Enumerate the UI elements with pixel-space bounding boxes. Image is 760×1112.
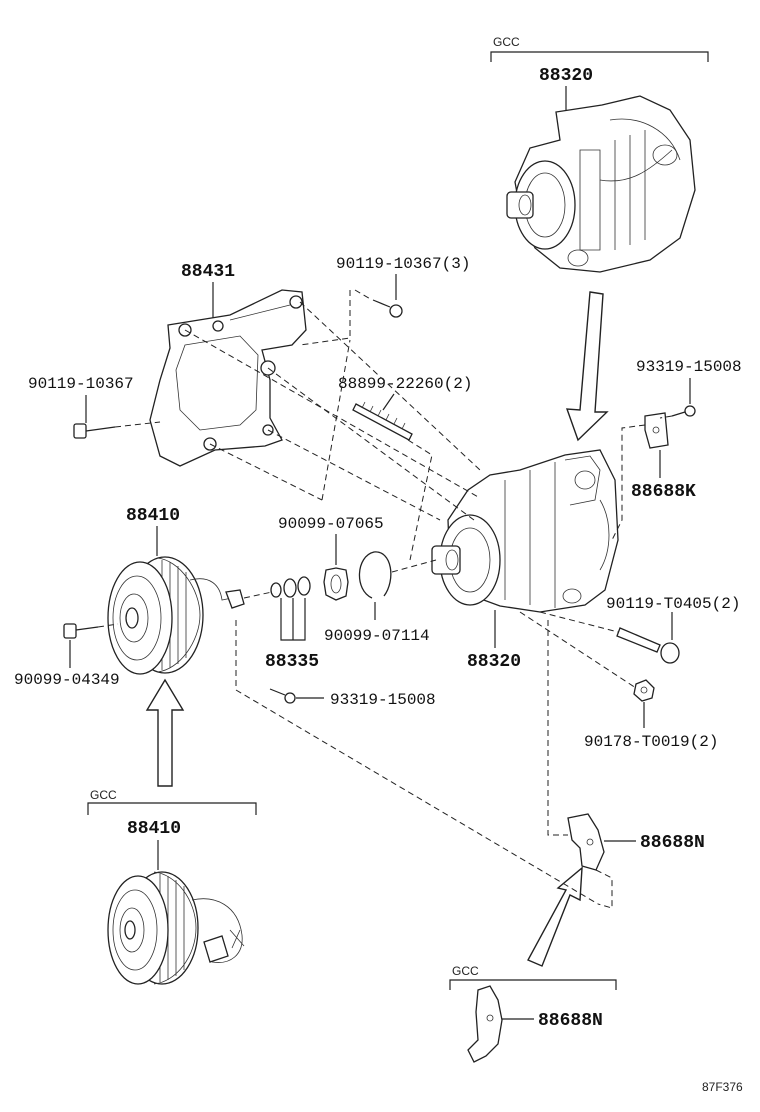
clip-n-drawing	[567, 813, 605, 871]
bolt-pulley-icon	[63, 623, 99, 639]
compressor-main-label[interactable]: 88320	[467, 652, 521, 672]
clip-n-gcc-drawing	[467, 985, 503, 1063]
down-arrow-compressor	[565, 291, 609, 442]
bolt-pulley-label[interactable]: 90099-04349	[14, 671, 120, 689]
clip-n-label[interactable]: 88688N	[640, 833, 705, 853]
screw-lower-icon	[269, 688, 296, 704]
clip-k-drawing	[644, 412, 669, 449]
pulley-drawing	[107, 556, 245, 675]
bolt-top-icon	[372, 299, 403, 318]
bolt-top-label[interactable]: 90119-10367(3)	[336, 255, 470, 273]
washer-ring-label[interactable]: 90099-07065	[278, 515, 384, 533]
bracket-label[interactable]: 88431	[181, 262, 235, 282]
screw-right-top-icon	[671, 405, 696, 417]
gcc-pulley-bracket-line	[87, 802, 257, 815]
figure-code: 87F376	[702, 1080, 743, 1094]
gcc-pulley-label: GCC	[90, 788, 117, 802]
bracket-drawing	[149, 289, 307, 467]
bolt-t0405-icon	[616, 627, 680, 664]
pulley-label[interactable]: 88410	[126, 506, 180, 526]
nut-label[interactable]: 90178-T0019(2)	[584, 733, 718, 751]
assembly-dashed-lines	[97, 289, 673, 909]
pulley-gcc-drawing	[107, 871, 245, 985]
shims-label[interactable]: 88335	[265, 652, 319, 672]
bolt-left-icon	[73, 423, 116, 439]
bolt-t0405-label[interactable]: 90119-T0405(2)	[606, 595, 740, 613]
bolt-left-label[interactable]: 90119-10367	[28, 375, 134, 393]
screw-right-top-label[interactable]: 93319-15008	[636, 358, 742, 376]
snap-ring-label[interactable]: 90099-07114	[324, 627, 430, 645]
stud-icon	[352, 401, 413, 441]
gcc-clip-bracket-line	[449, 979, 617, 990]
washer-ring-icon	[323, 567, 349, 601]
pulley-gcc-label[interactable]: 88410	[127, 819, 181, 839]
clip-n-gcc-label[interactable]: 88688N	[538, 1011, 603, 1031]
compressor-top-drawing	[506, 95, 696, 273]
snap-ring-icon	[358, 551, 392, 599]
compressor-top-label[interactable]: 88320	[539, 66, 593, 86]
stud-label[interactable]: 88899-22260(2)	[338, 375, 472, 393]
gcc-compressor-group: GCC 88320	[490, 35, 709, 273]
screw-lower-label[interactable]: 93319-15008	[330, 691, 436, 709]
up-arrow-pulley	[145, 678, 185, 787]
gcc-clip-label: GCC	[452, 964, 479, 978]
nut-icon	[633, 679, 655, 702]
gcc-top-bracket-line	[490, 51, 709, 62]
clip-k-label[interactable]: 88688K	[631, 482, 696, 502]
compressor-main-drawing	[431, 449, 619, 613]
shims-icon	[270, 576, 311, 641]
up-arrow-clip	[527, 866, 583, 967]
gcc-top-label: GCC	[493, 35, 520, 49]
